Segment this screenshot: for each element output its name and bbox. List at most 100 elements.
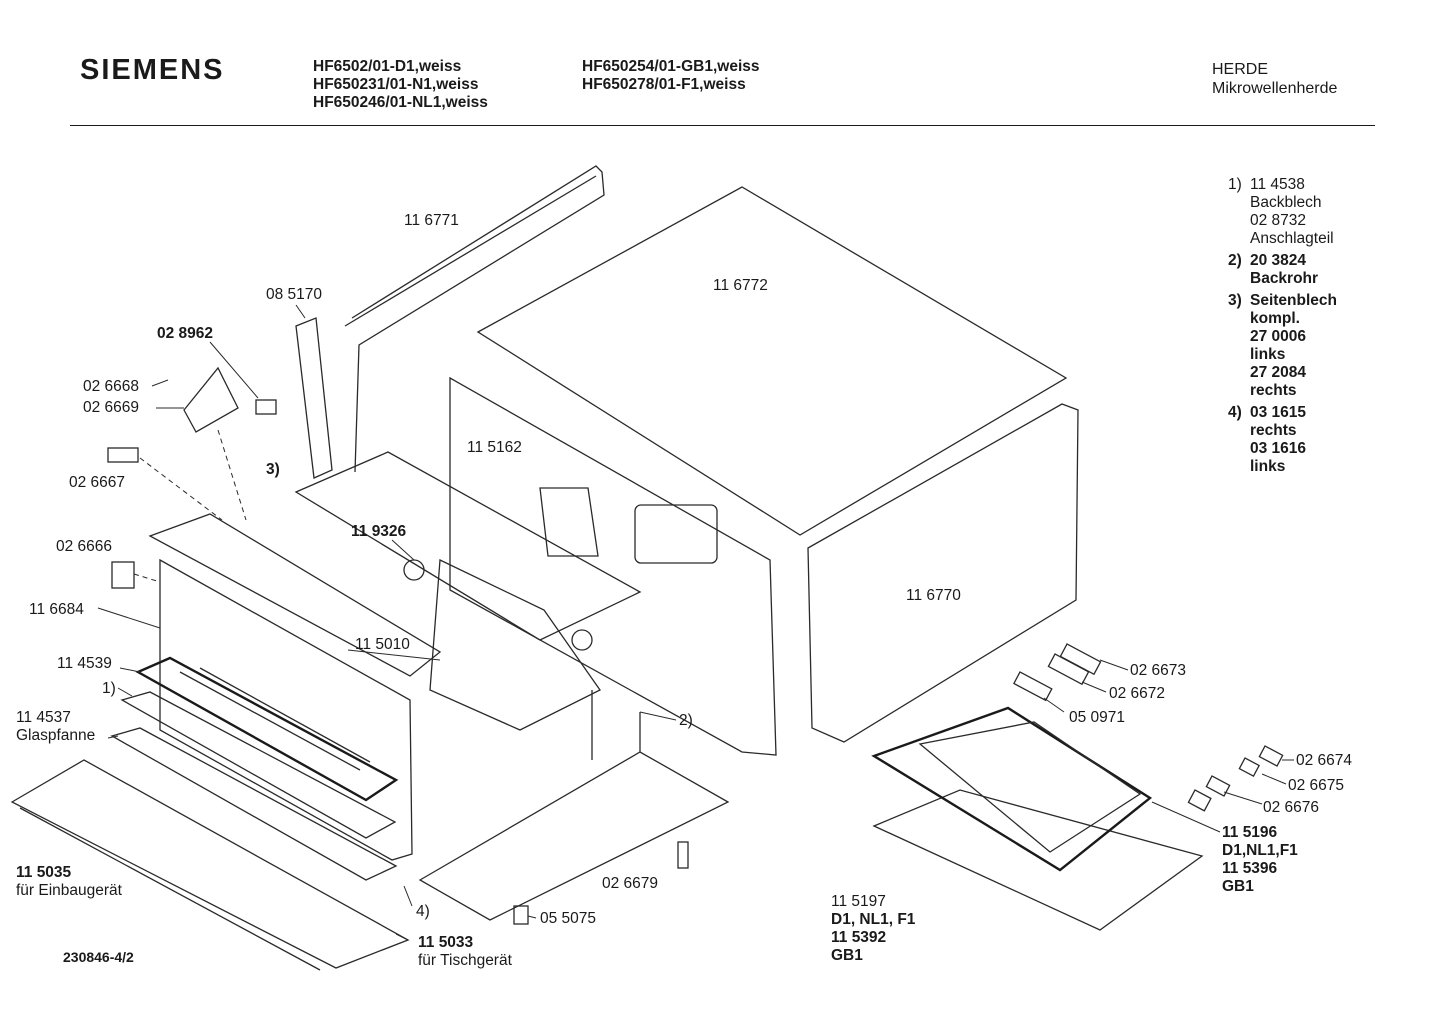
part-variant: GB1 — [1222, 878, 1254, 895]
legend-line: links — [1250, 458, 1286, 475]
legend-line: Backblech — [1250, 194, 1322, 211]
legend-line: Backrohr — [1250, 270, 1319, 287]
part-note: für Einbaugerät — [16, 882, 122, 899]
model-line: HF650231/01-N1,weiss — [313, 76, 479, 93]
switch-026666 — [111, 561, 135, 589]
spring-026679 — [677, 841, 689, 869]
category-subtitle: Mikrowellenherde — [1212, 80, 1338, 97]
part-label: 11 5033 — [418, 934, 474, 951]
legend-line: 27 0006 — [1250, 328, 1307, 345]
siemens-logo: SIEMENS — [80, 54, 225, 86]
part-label: 11 4537 — [16, 709, 71, 726]
outer-housing — [449, 376, 777, 756]
switch-028962 — [255, 399, 277, 415]
part-label: 11 4539 — [57, 655, 112, 672]
legend-line: 20 3824 — [1250, 252, 1307, 269]
legend-line: Seitenblech — [1250, 292, 1337, 309]
part-label: 08 5170 — [266, 286, 323, 303]
glass-pan — [110, 727, 398, 881]
part-label: 11 6771 — [404, 212, 459, 229]
part-label: 11 5035 — [16, 864, 72, 881]
legend-number: 3) — [1228, 292, 1242, 309]
part-label: 11 5197 — [831, 893, 886, 910]
part-label: 02 6667 — [69, 474, 126, 491]
part-variant: D1,NL1,F1 — [1222, 842, 1298, 859]
legend-line: 11 4538 — [1250, 176, 1305, 193]
model-list-2: HF650254/01-GB1,weiss HF650278/01-F1,wei… — [582, 58, 760, 94]
bracket-026669 — [183, 366, 239, 433]
part-label: 02 6675 — [1288, 777, 1345, 794]
part-variant: D1, NL1, F1 — [831, 911, 916, 928]
part-label: 02 6672 — [1109, 685, 1166, 702]
model-line: HF650254/01-GB1,weiss — [582, 58, 760, 75]
part-label: 02 6666 — [56, 538, 113, 555]
cavity-front-frame — [159, 558, 413, 861]
switch-026667 — [107, 447, 139, 463]
legend-line: kompl. — [1250, 310, 1300, 327]
part-label: 11 5396 — [1222, 860, 1278, 877]
part-label: 11 5392 — [831, 929, 887, 946]
clip-026672 — [1047, 653, 1090, 686]
clip-026673 — [1059, 643, 1102, 676]
reference-label: 2) — [679, 712, 693, 729]
part-label: 02 6669 — [83, 399, 140, 416]
legend-line: 02 8732 — [1250, 212, 1307, 229]
model-line: HF650246/01-NL1,weiss — [313, 94, 488, 111]
legend-line: rechts — [1250, 422, 1297, 439]
category-title: HERDE — [1212, 61, 1269, 78]
clip-115196 — [1187, 789, 1212, 812]
part-label: 11 5196 — [1222, 824, 1278, 841]
foot-055075 — [513, 905, 529, 925]
side-strip — [295, 317, 333, 479]
rear-frame — [351, 165, 605, 473]
legend-line: 27 2084 — [1250, 364, 1307, 381]
part-label: 11 6684 — [29, 601, 84, 618]
part-label: 02 6668 — [83, 378, 140, 395]
legend-item: 1) 11 4538 Backblech 02 8732 Anschlagtei… — [1228, 176, 1337, 248]
legend-line: links — [1250, 346, 1286, 363]
part-note: für Tischgerät — [418, 952, 512, 969]
cavity-top — [294, 451, 642, 641]
part-label: 11 5010 — [355, 636, 410, 653]
base-plate — [418, 751, 730, 921]
turntable-base — [872, 789, 1204, 931]
legend-item: 3) Seitenblech kompl. 27 0006 links 27 2… — [1228, 292, 1337, 400]
legend: 1) 11 4538 Backblech 02 8732 Anschlagtei… — [1228, 176, 1337, 480]
part-label: 02 6679 — [602, 875, 659, 892]
legend-number: 2) — [1228, 252, 1242, 269]
part-note: Glaspfanne — [16, 727, 96, 744]
part-label: 02 6674 — [1296, 752, 1353, 769]
legend-line: Anschlagteil — [1250, 230, 1334, 247]
baking-tray — [120, 691, 397, 839]
part-label: 02 6676 — [1263, 799, 1320, 816]
model-list-1: HF6502/01-D1,weiss HF650231/01-N1,weiss … — [313, 58, 488, 112]
category: HERDE Mikrowellenherde — [1212, 60, 1337, 98]
side-panel — [807, 403, 1079, 743]
model-line: HF650278/01-F1,weiss — [582, 76, 746, 93]
legend-number: 1) — [1228, 176, 1242, 193]
header-divider — [70, 125, 1375, 126]
clip-026674 — [1258, 745, 1284, 767]
part-label: 05 0971 — [1069, 709, 1126, 726]
legend-number: 4) — [1228, 404, 1242, 421]
grill-element — [871, 706, 1153, 872]
legend-line: 03 1615 — [1250, 404, 1307, 421]
legend-line: rechts — [1250, 382, 1297, 399]
oven-rack — [135, 656, 399, 802]
legend-item: 2) 20 3824 Backrohr — [1228, 252, 1337, 288]
reference-label: 4) — [416, 903, 430, 920]
part-label: 11 6772 — [713, 277, 768, 294]
part-label: 05 5075 — [540, 910, 597, 927]
legend-item: 4) 03 1615 rechts 03 1616 links — [1228, 404, 1337, 476]
legend-line: 03 1616 — [1250, 440, 1307, 457]
part-label: 02 8962 — [157, 325, 214, 342]
clip-026676 — [1205, 775, 1231, 797]
clip-050971 — [1013, 671, 1053, 702]
reference-label: 1) — [102, 680, 116, 697]
part-label: 11 9326 — [351, 523, 407, 540]
clip-026675 — [1238, 757, 1261, 777]
reference-label: 3) — [266, 461, 280, 478]
top-cover — [476, 186, 1068, 536]
part-label: 02 6673 — [1130, 662, 1187, 679]
